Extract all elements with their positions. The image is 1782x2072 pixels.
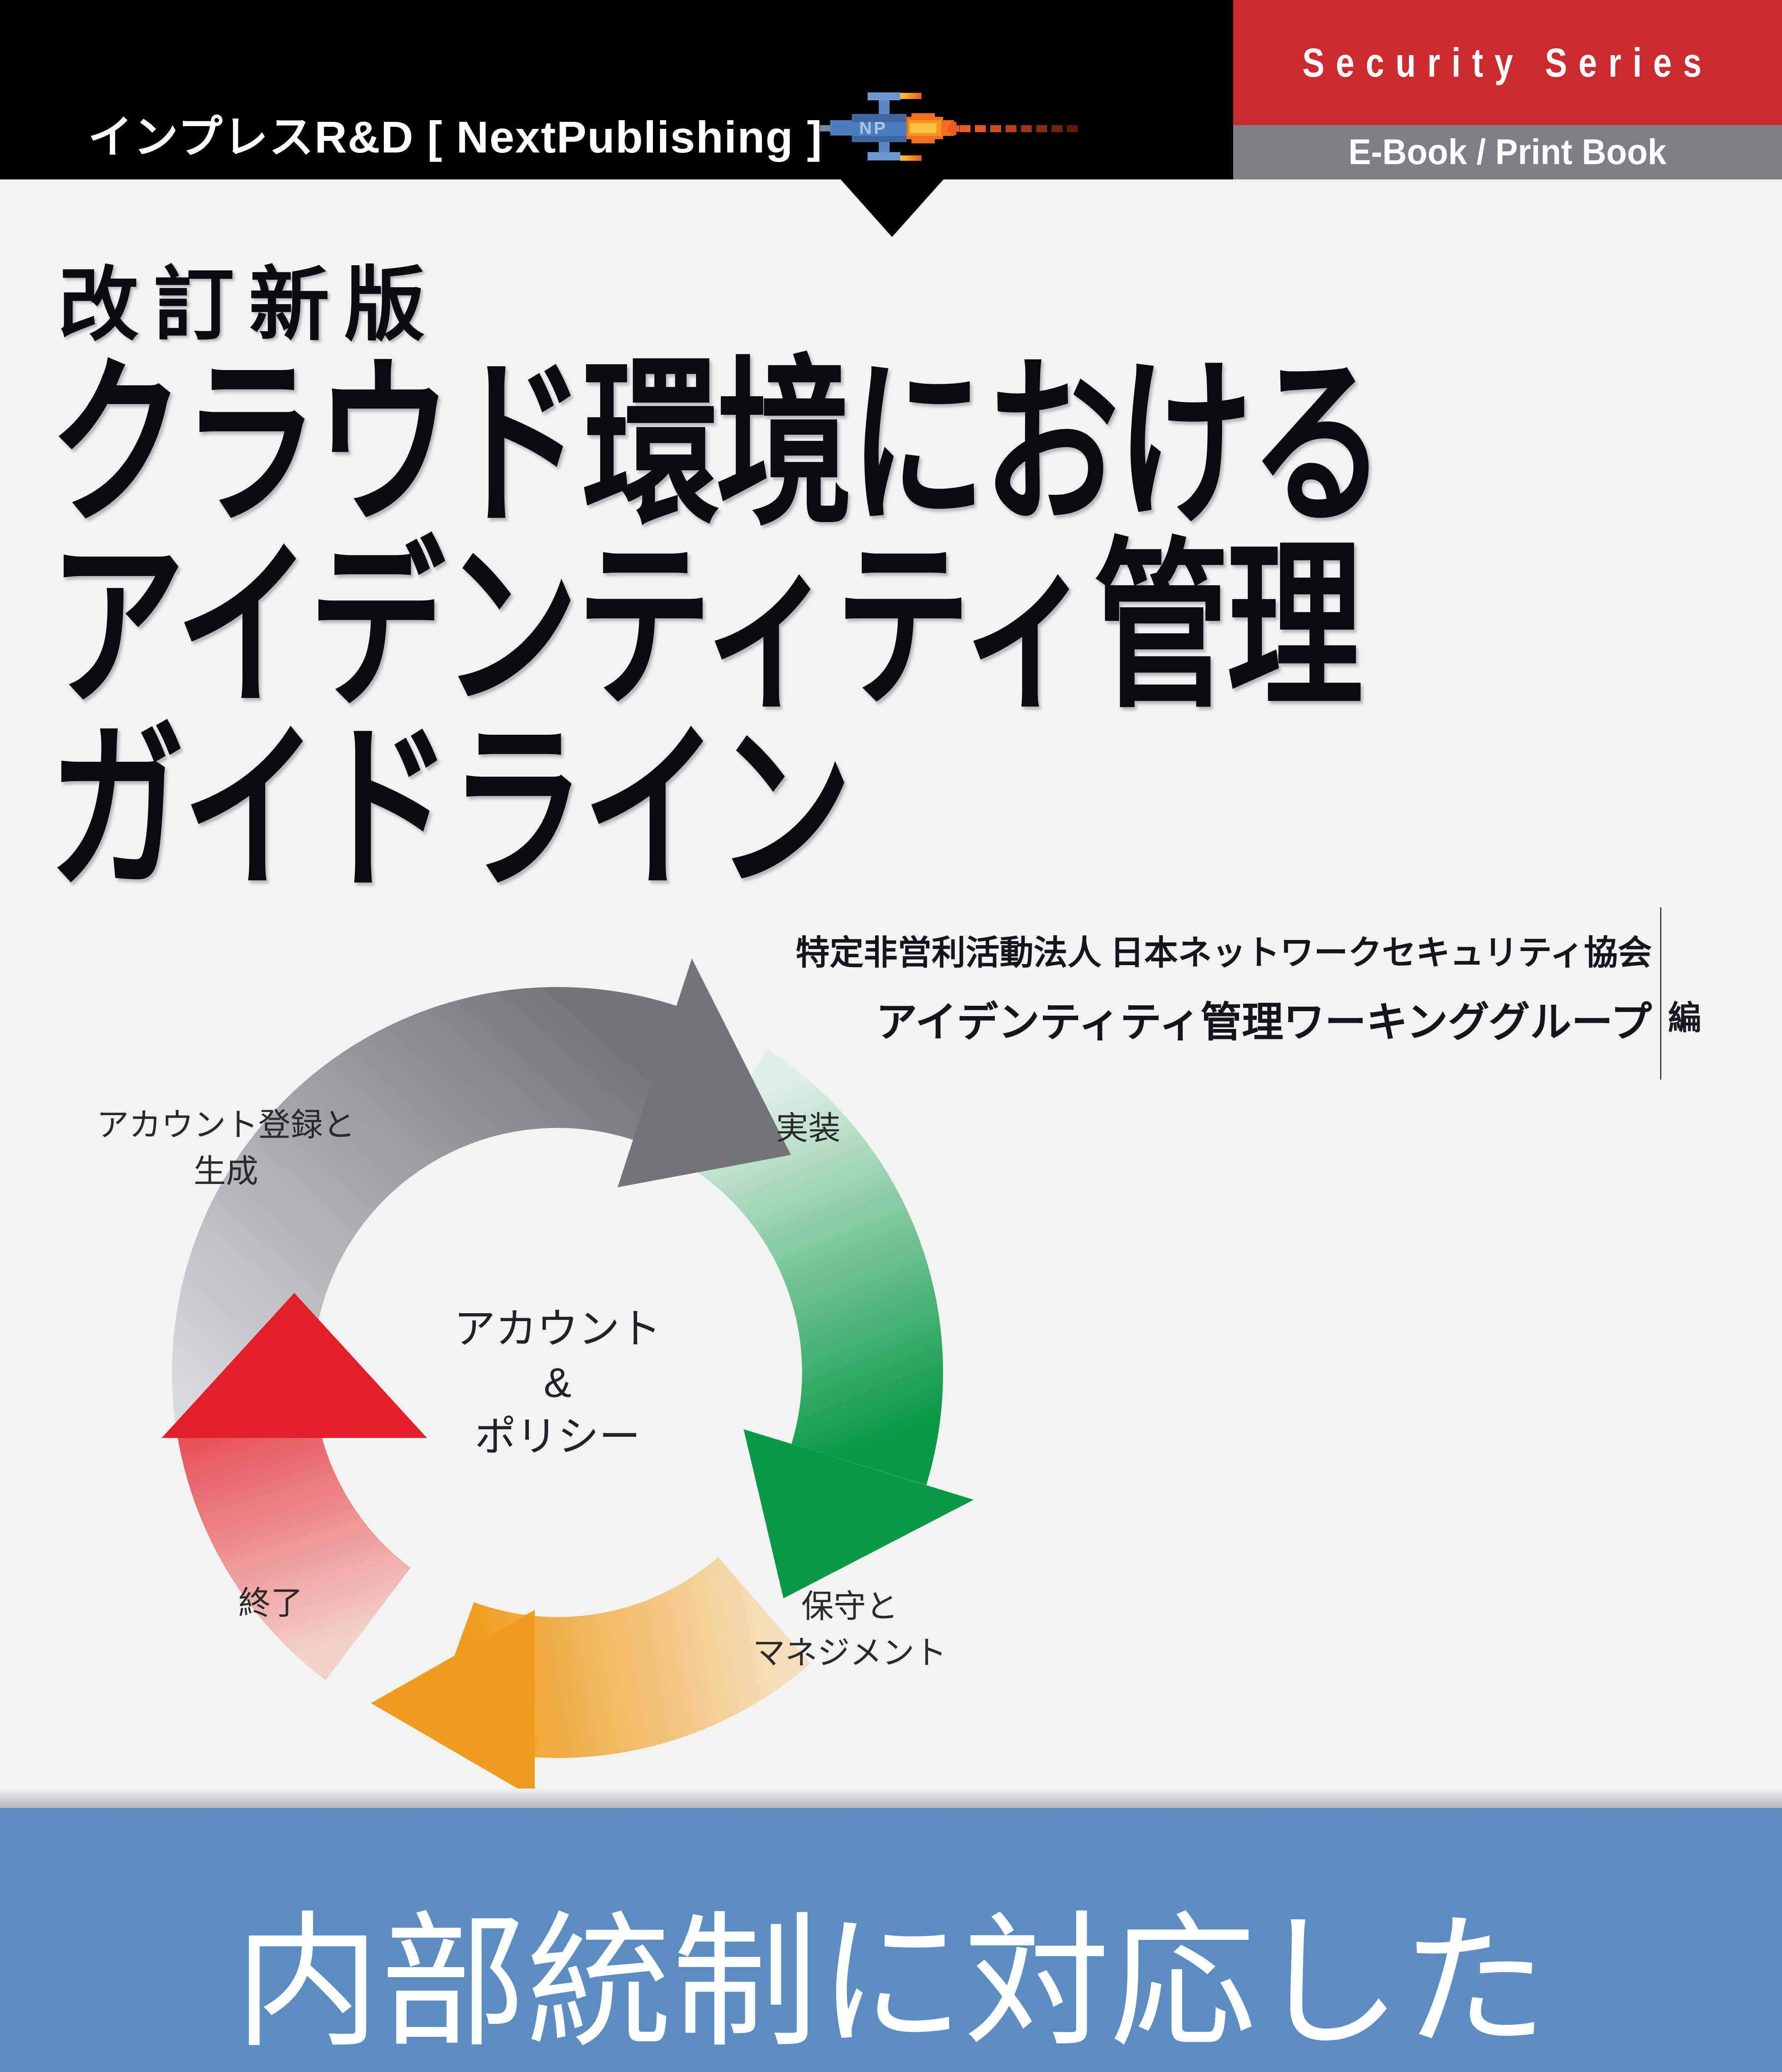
editor-divider [1660, 908, 1661, 1080]
arrowhead-red [162, 1293, 427, 1438]
title-line-3: ガイドライン [49, 707, 852, 910]
publisher-logo-text: インプレスR&D [ NextPublishing ] [88, 112, 823, 162]
tagline-line-1: 内部統制に対応した [234, 1903, 1548, 2065]
format-label: E-Book / Print Book [1348, 132, 1667, 172]
rocket-icon: NP [820, 92, 1078, 161]
arrow-arc-red [176, 1406, 411, 1680]
book-title: クラウド環境における アイデンティティ管理 ガイドライン [49, 343, 1386, 910]
rocket-label: NP [859, 118, 887, 138]
diagram-label-termination: 終了 [238, 1585, 303, 1621]
section-shadow [0, 1789, 1782, 1808]
diagram-label-registration: アカウント登録と 生成 [96, 1106, 355, 1189]
diagram-center-label: アカウント & ポリシー [454, 1306, 661, 1460]
edition-label: 改訂新版 [58, 260, 440, 350]
title-line-2: アイデンティティ管理 [49, 525, 1363, 728]
title-line-1: クラウド環境における [49, 343, 1386, 546]
author-working-group: アイデンティティ管理ワーキンググループ [876, 1000, 1652, 1046]
tagline-band [0, 1808, 1782, 2072]
author-block: 特定非営利活動法人 日本ネットワークセキュリティ協会 アイデンティティ管理ワーキ… [795, 925, 1652, 1048]
diagram-label-implementation: 実装 [776, 1110, 841, 1146]
diagram-label-maintenance: 保守と マネジメント [752, 1588, 947, 1671]
editor-mark: 編 [1668, 1000, 1701, 1037]
arrowhead-orange [371, 1610, 535, 1798]
arrowhead-gray [618, 959, 791, 1187]
series-label: Security Series [1302, 39, 1713, 85]
pointer-triangle-icon [841, 179, 943, 237]
format-banner: E-Book / Print Book [1233, 125, 1782, 179]
series-banner: Security Series [1233, 0, 1782, 125]
author-organization: 特定非営利活動法人 日本ネットワークセキュリティ協会 [795, 934, 1652, 972]
arrowhead-green [744, 1429, 974, 1598]
